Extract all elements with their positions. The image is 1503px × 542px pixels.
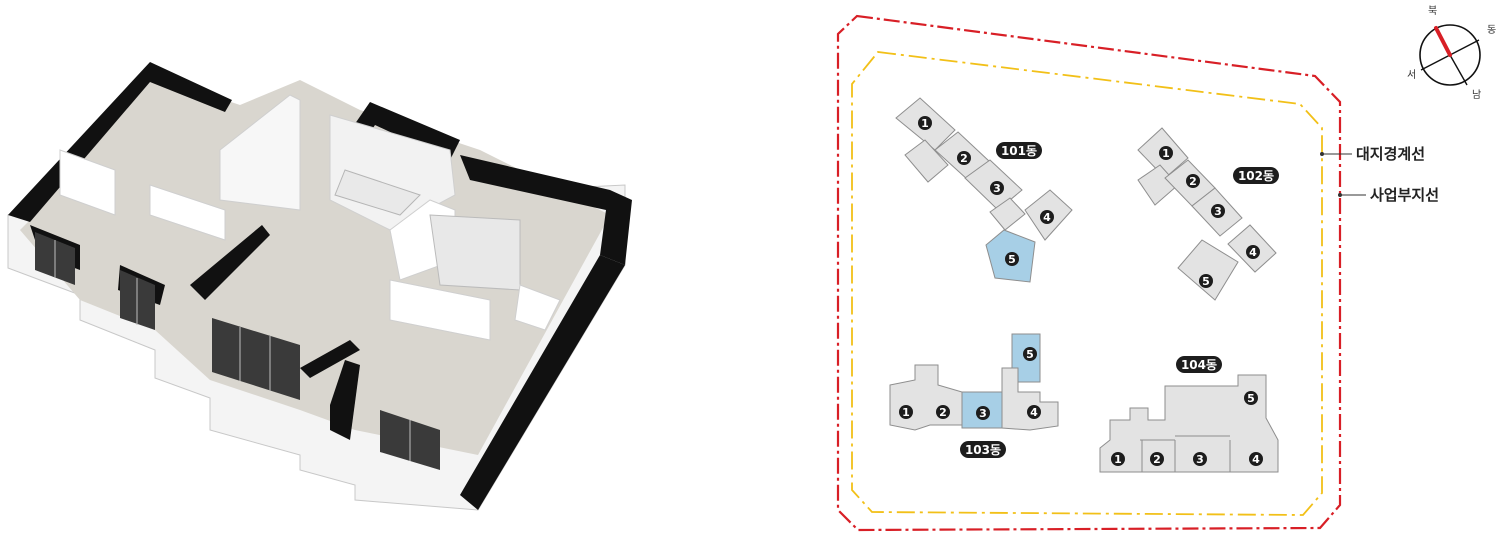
b101-unit-5: 5 (1008, 253, 1016, 266)
building-104-label-bg (1176, 356, 1222, 373)
compass-north: 북 (1428, 5, 1437, 17)
compass-needle-icon (1434, 26, 1452, 57)
b104-unit-5: 5 (1247, 392, 1255, 405)
compass: 북 동 서 남 (1407, 5, 1496, 101)
building-101 (895, 97, 1073, 283)
building-104-label: 104동 (1181, 358, 1217, 372)
room-wall (429, 214, 521, 291)
wall-cap (460, 155, 632, 265)
b104-unit-2: 2 (1153, 453, 1161, 466)
isometric-floor-plan (7, 62, 632, 511)
room-wall (389, 279, 491, 341)
wall-cap (300, 340, 360, 378)
b103-unit-3: 3 (979, 407, 987, 420)
site-boundary-line (836, 14, 1342, 532)
compass-south: 남 (1472, 89, 1481, 101)
building-102-label-bg (1233, 167, 1279, 184)
b101-unit-4: 4 (1043, 211, 1051, 224)
legend-site-boundary: 대지경계선 (1356, 145, 1425, 163)
b103-unit-5: 5 (1026, 348, 1034, 361)
building-103-label-bg (960, 441, 1006, 458)
b103-unit-4: 4 (1030, 406, 1038, 419)
building-103 (889, 333, 1059, 431)
building-103-label: 103동 (965, 443, 1001, 457)
building-102 (1137, 127, 1277, 301)
building-102-unit-numbers: 1 2 3 4 5 (1162, 147, 1257, 288)
b101-unit-3: 3 (993, 182, 1001, 195)
b101-unit-2: 2 (960, 152, 968, 165)
b102-unit-3: 3 (1214, 205, 1222, 218)
b102-unit-4: 4 (1249, 246, 1257, 259)
compass-east: 동 (1487, 24, 1496, 36)
compass-west: 서 (1407, 69, 1416, 81)
project-boundary-line (851, 51, 1323, 516)
room-wall (59, 149, 116, 216)
b104-unit-3: 3 (1196, 453, 1204, 466)
wall-cap (330, 360, 360, 440)
b102-unit-2: 2 (1189, 175, 1197, 188)
b104-unit-1: 1 (1114, 453, 1122, 466)
building-101-label-bg (996, 142, 1042, 159)
building-102-label: 102동 (1238, 169, 1274, 183)
floor-area (20, 75, 610, 455)
wall-cap (190, 225, 270, 300)
b101-unit-1: 1 (921, 117, 929, 130)
building-104-unit-numbers: 1 2 3 4 5 (1114, 392, 1260, 466)
room-wall (219, 94, 301, 211)
b103-unit-1: 1 (902, 406, 910, 419)
site-plan: 대지경계선 사업부지선 북 동 서 남 (836, 5, 1496, 532)
window-mullions (54, 240, 411, 461)
room-wall (514, 284, 561, 331)
building-103-unit-numbers: 1 2 3 4 5 (902, 348, 1038, 420)
building-104 (1099, 374, 1279, 473)
b103-unit-2: 2 (939, 406, 947, 419)
b102-unit-1: 1 (1162, 147, 1170, 160)
b102-unit-5: 5 (1202, 275, 1210, 288)
room-wall (149, 184, 226, 241)
legend: 대지경계선 사업부지선 (1320, 145, 1439, 204)
wall-cap (460, 255, 625, 510)
building-101-unit-numbers: 1 2 3 4 5 (921, 117, 1051, 266)
wall-cap (330, 102, 460, 170)
kitchen-counter (334, 169, 421, 216)
b104-unit-4: 4 (1252, 453, 1260, 466)
building-101-label: 101동 (1001, 144, 1037, 158)
legend-project-boundary: 사업부지선 (1370, 186, 1439, 204)
